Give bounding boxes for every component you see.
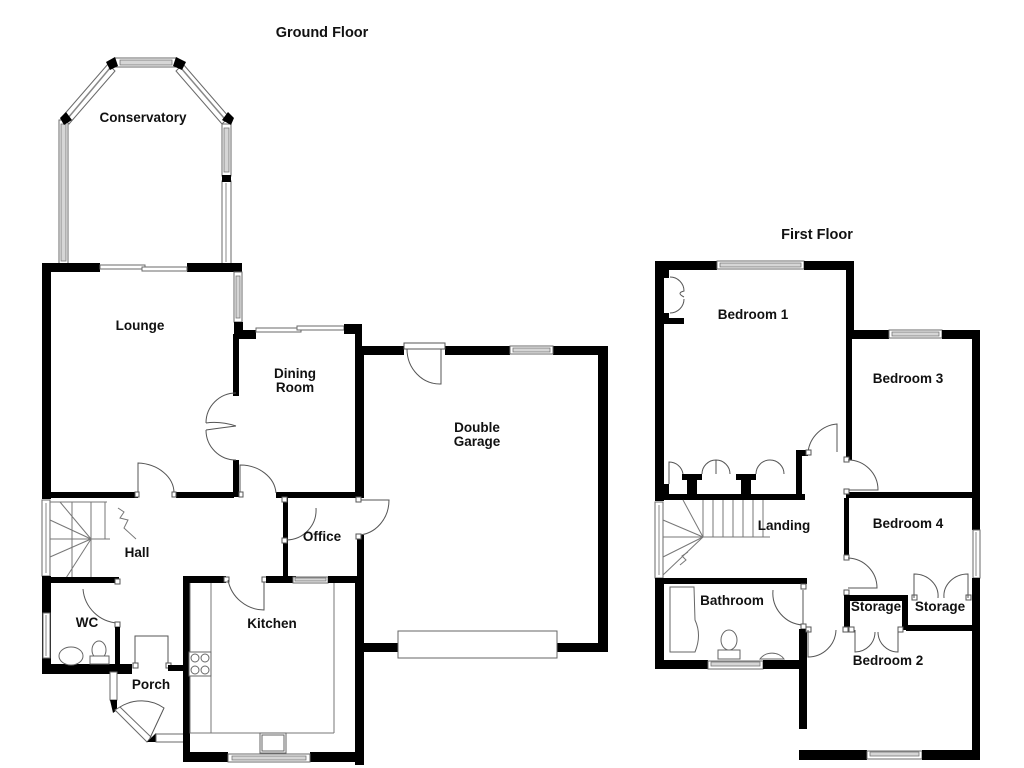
room-label-double-garage-line1: Double [454, 420, 500, 435]
room-label-conservatory: Conservatory [99, 110, 187, 125]
conservatory-frame [58, 57, 234, 266]
room-label-bedroom-4: Bedroom 4 [873, 516, 944, 531]
room-label-lounge: Lounge [116, 318, 165, 333]
room-label-landing: Landing [758, 518, 811, 533]
room-label-bedroom-2: Bedroom 2 [853, 653, 924, 668]
room-label-hall: Hall [125, 545, 150, 560]
room-label-dining-room-line1: Dining [274, 366, 316, 381]
room-label-bathroom: Bathroom [700, 593, 764, 608]
first-floor-title: First Floor [781, 227, 853, 243]
room-label-dining-room-line2: Room [276, 380, 314, 395]
ground-floor-title: Ground Floor [276, 25, 369, 41]
room-label-double-garage-line2: Garage [454, 434, 501, 449]
room-label-bedroom-1: Bedroom 1 [718, 307, 789, 322]
room-label-porch: Porch [132, 677, 170, 692]
room-label-storage-left: Storage [851, 599, 902, 614]
room-label-office: Office [303, 529, 342, 544]
ground-floor-plan: Ground Floor [41, 25, 608, 765]
landing-staircase [654, 499, 770, 579]
room-label-storage-right: Storage [915, 599, 966, 614]
room-label-bedroom-3: Bedroom 3 [873, 371, 944, 386]
hall-staircase [41, 499, 137, 579]
first-floor-plan: First Floor Bedroom 1 [654, 227, 981, 760]
room-label-wc: WC [76, 615, 99, 630]
room-label-kitchen: Kitchen [247, 616, 297, 631]
